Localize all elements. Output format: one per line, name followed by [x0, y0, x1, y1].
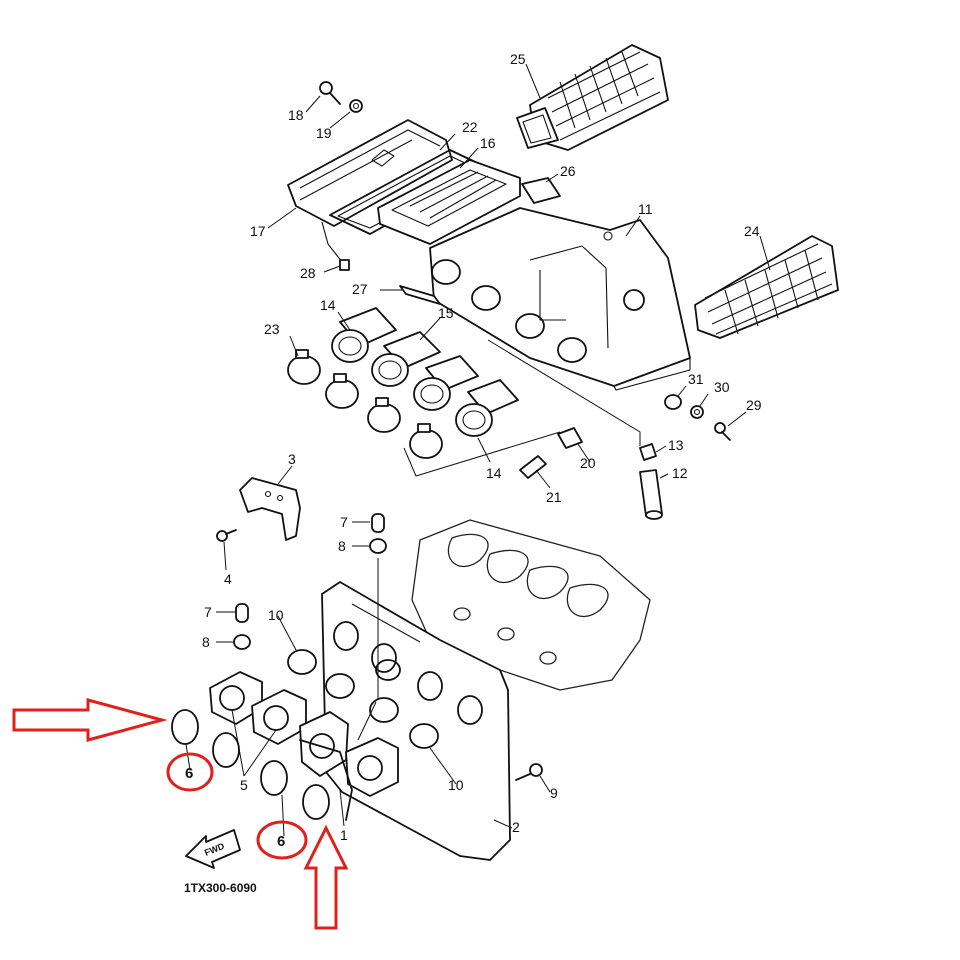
- cap-7-lower: [235, 603, 249, 623]
- callout-26: 26: [560, 163, 576, 179]
- forward-arrow-icon: FWD: [185, 829, 241, 869]
- callout-7-lower: 7: [204, 604, 212, 620]
- callout-15: 15: [438, 305, 454, 321]
- highlight-circle-6-bottom: [256, 820, 308, 860]
- clip-8-upper: [369, 538, 387, 554]
- highlight-arrow-up: [303, 824, 349, 930]
- callout-23: 23: [264, 321, 280, 337]
- callout-19: 19: [316, 125, 332, 141]
- callout-11: 11: [638, 201, 653, 217]
- callout-4: 4: [224, 571, 232, 587]
- callout-21: 21: [546, 489, 562, 505]
- bolt-29: [714, 422, 731, 441]
- bolt-18: [319, 81, 341, 105]
- air-box-11: [429, 207, 691, 391]
- callout-20: 20: [580, 455, 596, 471]
- plug-21: [519, 455, 547, 479]
- callout-17: 17: [250, 223, 266, 239]
- callout-30: 30: [714, 379, 730, 395]
- bracket-3: [239, 477, 301, 541]
- washer-30: [690, 405, 704, 419]
- drain-hose-12: [639, 469, 663, 520]
- callout-14-upper: 14: [320, 297, 336, 313]
- callout-31: 31: [688, 371, 704, 387]
- clip-8-lower: [233, 634, 251, 650]
- carburetor-joints-upper: [331, 307, 519, 437]
- plug-20: [557, 427, 583, 449]
- callout-18: 18: [288, 107, 304, 123]
- air-filter-element-16: [377, 159, 521, 245]
- diagram-code: 1TX300-6090: [184, 881, 257, 895]
- callout-1: 1: [340, 827, 348, 843]
- callout-3: 3: [288, 451, 296, 467]
- grommet-31: [664, 394, 682, 410]
- hose-clamps-10: [287, 649, 439, 749]
- intake-duct-25: [516, 44, 669, 151]
- highlight-circle-6-left: [166, 752, 214, 792]
- callout-25: 25: [510, 51, 526, 67]
- callout-28: 28: [300, 265, 316, 281]
- callout-10-lower: 10: [448, 777, 464, 793]
- insulator-1: [299, 739, 353, 821]
- callout-9: 9: [550, 785, 558, 801]
- bolt-27: [399, 285, 441, 305]
- callout-6-bottom: 6: [277, 833, 285, 850]
- red-annotations: [12, 698, 349, 930]
- clip-13: [639, 443, 657, 461]
- callout-13: 13: [668, 437, 684, 453]
- carburetor-joints-5: [209, 671, 399, 797]
- leader-lines-upper: [267, 63, 771, 489]
- washer-19: [349, 99, 363, 113]
- callout-8-upper: 8: [338, 538, 346, 554]
- callout-7-upper: 7: [340, 514, 348, 530]
- plate-2: [321, 581, 511, 861]
- highlight-arrow-left: [12, 698, 168, 742]
- callout-22: 22: [462, 119, 478, 135]
- callout-16: 16: [480, 135, 496, 151]
- callout-24: 24: [744, 223, 760, 239]
- cap-7-upper: [371, 513, 385, 533]
- intake-duct-24: [694, 235, 839, 339]
- clamp-26: [521, 177, 561, 204]
- callout-27: 27: [352, 281, 368, 297]
- callout-12: 12: [672, 465, 688, 481]
- callout-2: 2: [512, 819, 520, 835]
- callout-labels: 25 18 19 22 16 26 11 17 24 28 27 14 15 2…: [185, 51, 762, 850]
- callout-5: 5: [240, 777, 248, 793]
- callout-8-lower: 8: [202, 634, 210, 650]
- hose-clamps-23: [287, 349, 443, 459]
- leader-lines-lower: [185, 465, 551, 837]
- callout-10-upper: 10: [268, 607, 284, 623]
- callout-29: 29: [746, 397, 762, 413]
- screw-4: [216, 529, 237, 542]
- clip-28: [321, 221, 350, 271]
- bolt-9: [515, 763, 543, 781]
- callout-6-left: 6: [185, 765, 193, 782]
- air-filter-cover-17: [287, 119, 453, 227]
- callout-14-lower: 14: [486, 465, 502, 481]
